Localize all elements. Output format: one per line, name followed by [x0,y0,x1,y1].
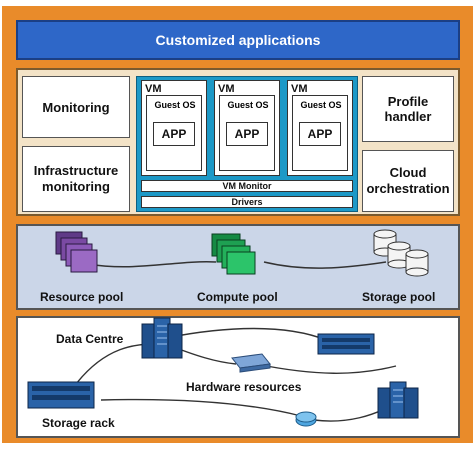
app-box: APP [299,122,341,146]
vm-label: VM [291,83,308,95]
app-label: APP [307,127,333,141]
cloud-orchestration-box: Cloud orchestration [362,150,454,212]
resource-pool-icon [55,231,98,273]
router-icon [295,411,317,427]
app-label: APP [234,127,260,141]
guest-os-label: Guest OS [227,100,269,110]
profile-handler-label: Profile handler [384,94,432,124]
drivers-bar: Drivers [141,196,353,208]
data-centre-label: Data Centre [56,332,124,346]
infrastructure-monitoring-label: Infrastructure monitoring [33,163,119,194]
vm-monitor-label: VM Monitor [222,181,272,191]
monitoring-label: Monitoring [42,99,110,115]
compute-pool-icon [211,233,256,275]
guest-os-box: Guest OS APP [146,95,202,171]
storage-rack-icon [27,381,95,409]
network-link-line [100,398,302,417]
network-link-line [165,327,327,341]
pool-link-line [87,261,217,268]
resource-pool-label: Resource pool [40,290,124,304]
applications-band-title: Customized applications [155,32,321,48]
drivers-label: Drivers [231,197,263,207]
infrastructure-monitoring-box: Infrastructure monitoring [22,146,130,212]
guest-os-box: Guest OS APP [292,95,348,171]
storage-pool-label: Storage pool [362,290,436,304]
applications-band: Customized applications [16,20,460,60]
vm-label: VM [218,83,235,95]
monitoring-box: Monitoring [22,76,130,138]
pools-graphics [55,229,429,277]
guest-os-label: Guest OS [154,100,196,110]
vm-box: VM Guest OS APP [141,80,207,176]
guest-os-box: Guest OS APP [219,95,275,171]
hardware-graphics [27,317,419,427]
vm-label: VM [145,83,162,95]
storage-rack-label: Storage rack [42,416,115,430]
vm-box: VM Guest OS APP [287,80,353,176]
server-tower-icon [377,381,419,419]
storage-pool-icon [373,229,429,277]
data-centre-server-icon [141,317,183,359]
vm-box: VM Guest OS APP [214,80,280,176]
app-box: APP [226,122,268,146]
network-link-line [255,363,397,374]
profile-handler-box: Profile handler [362,76,454,142]
app-box: APP [153,122,195,146]
vm-monitor-bar: VM Monitor [141,180,353,192]
hardware-resources-label: Hardware resources [186,380,302,394]
rack-server-icon [317,333,375,355]
network-device-icon [231,353,271,373]
compute-pool-label: Compute pool [197,290,278,304]
app-label: APP [161,127,187,141]
pool-link-line [263,261,387,269]
guest-os-label: Guest OS [300,100,342,110]
cloud-orchestration-label: Cloud orchestration [366,165,450,196]
